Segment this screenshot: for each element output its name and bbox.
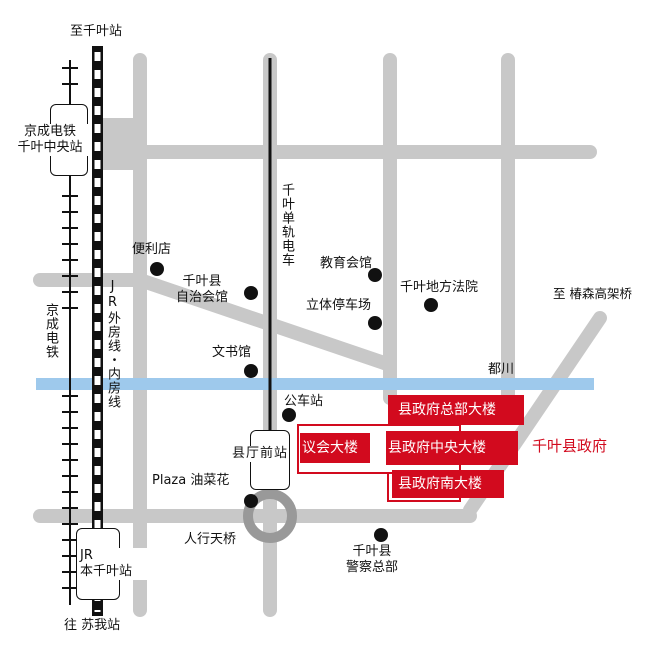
police-hq-label: 千叶县 警察总部 <box>346 544 399 575</box>
jr-line-label: JR外房线・内房线 <box>105 279 120 409</box>
pedestrian-bridge-label: 人行天桥 <box>184 532 237 547</box>
tsugawa-label: 都川 <box>488 362 515 377</box>
district-court-label: 千叶地方法院 <box>400 280 479 295</box>
parking-label: 立体停车场 <box>306 298 372 313</box>
to-tsubakimori-label: 至 椿森高架桥 <box>553 286 632 301</box>
police-hq-dot <box>374 528 388 542</box>
central-building-label[interactable]: 县政府中央大楼 <box>388 440 486 456</box>
convenience-store-dot <box>150 262 164 276</box>
assembly-building-label[interactable]: 议会大楼 <box>302 440 358 456</box>
kyoiku-kaikan-label: 教育会馆 <box>320 256 373 271</box>
prefectural-government-complex <box>297 395 524 502</box>
jichi-kaikan-label: 千叶县 自治会馆 <box>176 274 229 305</box>
station-plaza-block <box>103 118 145 170</box>
monorail-label: 千叶单轨电车 <box>279 183 294 267</box>
to-chiba-station-label: 至千叶站 <box>70 24 123 39</box>
roundabout <box>243 489 297 543</box>
south-building-label[interactable]: 县政府南大楼 <box>398 476 482 492</box>
bus-stop-dot <box>282 408 296 422</box>
district-court-dot <box>424 298 438 312</box>
river-tsugawa <box>36 378 594 390</box>
kyoiku-kaikan-dot <box>368 268 382 282</box>
plaza-dot <box>244 494 258 508</box>
chiba-prefectural-government-label: 千叶县政府 <box>532 437 608 455</box>
jichi-kaikan-dot <box>244 286 258 300</box>
main-building-label[interactable]: 县政府总部大楼 <box>398 402 496 418</box>
jr-hon-chiba-label: JR 本千叶站 <box>80 548 150 580</box>
to-soga-station-label: 往 苏我站 <box>64 618 121 633</box>
bunshokan-label: 文书馆 <box>212 345 252 360</box>
keisei-line-label: 京成电铁 <box>42 300 58 362</box>
keisei-ties <box>62 67 78 589</box>
parking-dot <box>368 316 382 330</box>
bunshokan-dot <box>244 364 258 378</box>
plaza-label: Plaza 油菜花 <box>152 473 230 488</box>
keisei-chiba-chuo-label: 京成电铁 千叶中央站 <box>10 124 90 156</box>
kencho-mae-label: 县厅前站 <box>232 446 289 462</box>
convenience-store-label: 便利店 <box>132 242 172 257</box>
bus-stop-label: 公车站 <box>284 394 324 409</box>
